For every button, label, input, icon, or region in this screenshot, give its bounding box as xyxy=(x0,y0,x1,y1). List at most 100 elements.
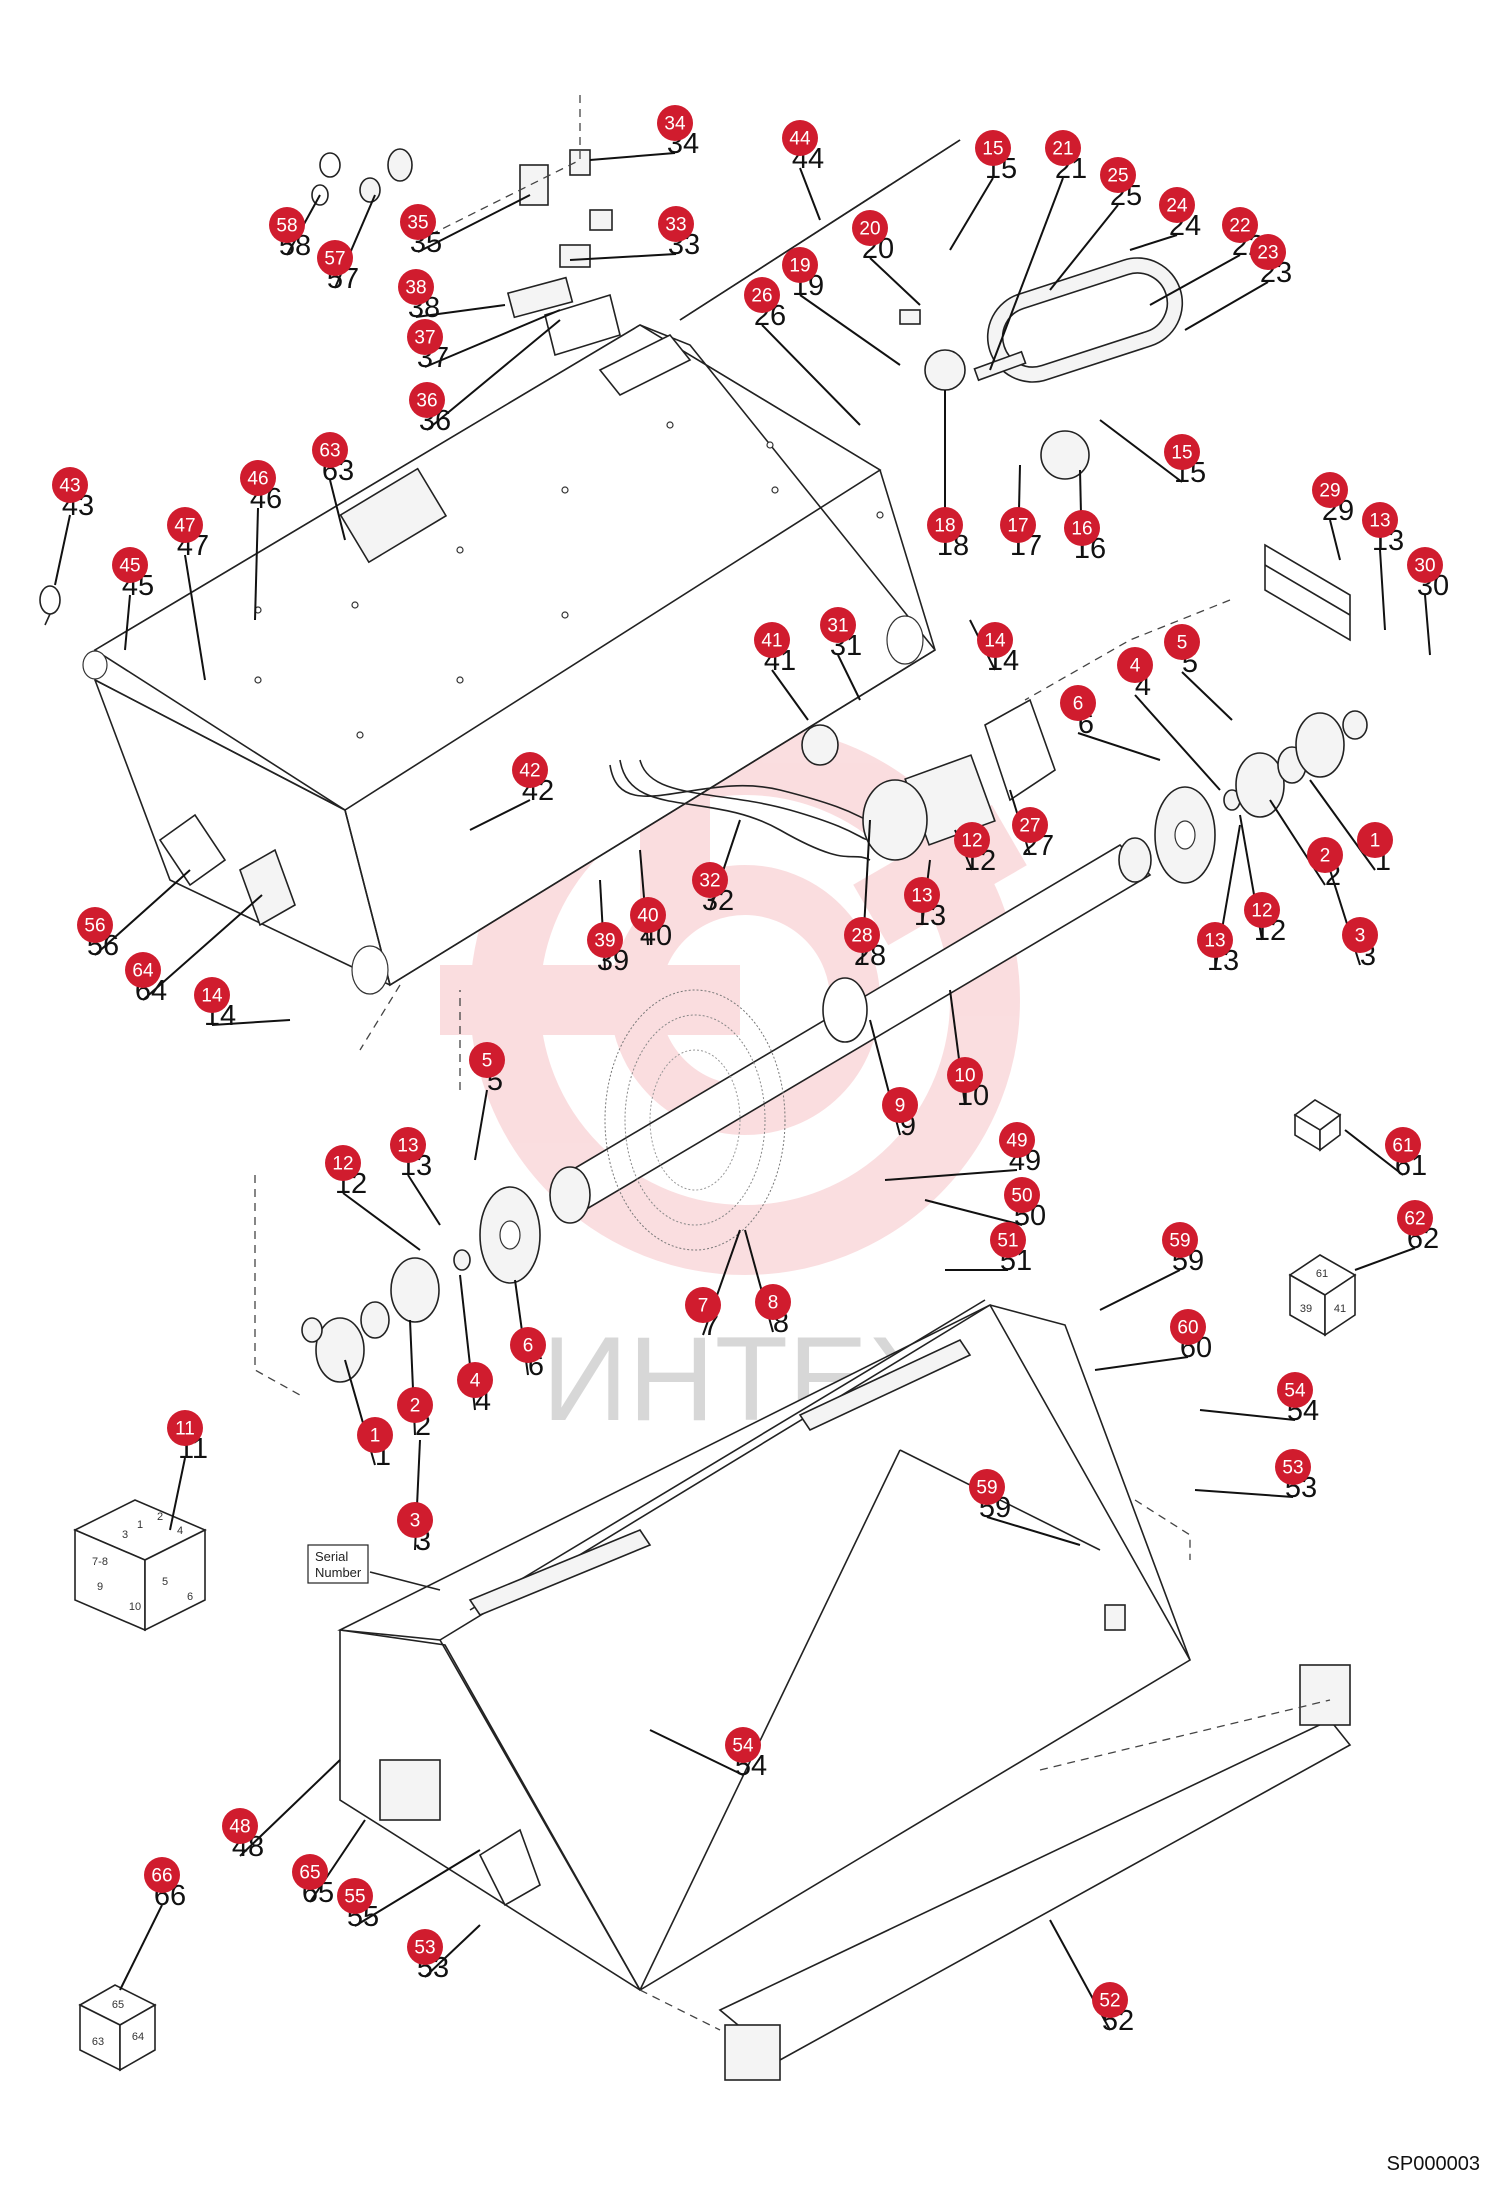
svg-text:6: 6 xyxy=(187,1591,193,1603)
callout-badge xyxy=(882,1087,918,1123)
callout-badge xyxy=(1307,837,1343,873)
callout-badge xyxy=(125,952,161,988)
callout-leader-line xyxy=(1344,1129,1404,1176)
callout-leader-line xyxy=(1077,732,1161,761)
callout-leader-line xyxy=(1194,1489,1294,1498)
callout-badge xyxy=(1250,234,1286,270)
callout-badge xyxy=(1385,1127,1421,1163)
callout-badge-number: 58 xyxy=(276,216,297,237)
callout-badge xyxy=(990,1222,1026,1258)
callout-badge-number: 66 xyxy=(151,1866,172,1887)
chain-drive xyxy=(679,139,1184,480)
leader-lines xyxy=(54,152,1431,2031)
callout-leader-line xyxy=(1134,694,1221,791)
callout-badge xyxy=(657,105,693,141)
svg-text:64: 64 xyxy=(132,2031,144,2043)
callout-leader-line xyxy=(426,319,561,431)
callout-badge-number: 12 xyxy=(961,831,982,852)
callout-badge-number: 14 xyxy=(984,631,1006,652)
callout-badge-number: 22 xyxy=(1229,216,1250,237)
callout-badge-number: 38 xyxy=(405,278,426,299)
callout-badge-number: 15 xyxy=(982,139,1003,160)
callout-badge-number: 27 xyxy=(1019,816,1040,837)
callout-badge-number: 12 xyxy=(332,1154,353,1175)
callout-leader-line xyxy=(54,514,71,586)
callout-1: 11 xyxy=(357,1417,393,1472)
callout-badge xyxy=(658,206,694,242)
callout-leader-line xyxy=(949,177,994,251)
callout-leader-line xyxy=(142,894,263,1001)
callout-badge-number: 13 xyxy=(911,886,932,907)
callout-badge xyxy=(1357,822,1393,858)
callout-badge xyxy=(1012,807,1048,843)
callout-badge xyxy=(754,622,790,658)
callout-badge-number: 16 xyxy=(1071,519,1092,540)
callout-badge xyxy=(1092,1982,1128,2018)
callout-badge-number: 14 xyxy=(201,986,223,1007)
callout-badge-number: 62 xyxy=(1404,1209,1425,1230)
callout-leader-line xyxy=(1199,1409,1296,1421)
callout-badge xyxy=(167,507,203,543)
callout-leader-line xyxy=(1269,799,1326,886)
svg-text:3: 3 xyxy=(122,1529,128,1541)
callout-leader-line xyxy=(1309,779,1376,871)
callout-badge xyxy=(692,862,728,898)
callout-badge-number: 55 xyxy=(344,1887,365,1908)
callout-badge-number: 33 xyxy=(665,215,686,236)
callout-leader-line xyxy=(1424,594,1431,656)
callout-badge xyxy=(512,752,548,788)
callout-badge xyxy=(1159,187,1195,223)
callout-leader-line xyxy=(771,669,809,721)
callout-badge xyxy=(630,897,666,933)
callout-badge-number: 54 xyxy=(732,1736,754,1757)
callout-badge-number: 64 xyxy=(132,961,154,982)
callout-badge xyxy=(1277,1372,1313,1408)
callout-leader-line xyxy=(309,1819,366,1903)
callout-leader-line xyxy=(407,1174,441,1226)
callout-badge xyxy=(357,1417,393,1453)
hydraulic-hoses xyxy=(609,759,871,861)
callout-badge-number: 5 xyxy=(482,1051,493,1072)
callout-leader-line xyxy=(649,1729,744,1776)
callout-9: 99 xyxy=(882,1087,918,1142)
svg-text:65: 65 xyxy=(112,1999,124,2011)
callout-5: 55 xyxy=(469,1042,505,1097)
callout-badge xyxy=(1064,510,1100,546)
callout-leader-line xyxy=(184,554,206,681)
callout-badge xyxy=(397,1502,433,1538)
callout-badge-number: 57 xyxy=(324,249,345,270)
callout-badge xyxy=(1117,647,1153,683)
callout-badge xyxy=(1170,1309,1206,1345)
callout-badge xyxy=(1197,922,1233,958)
callout-badge xyxy=(400,204,436,240)
callout-badge xyxy=(409,382,445,418)
callout-leader-line xyxy=(761,324,861,426)
callout-badge-number: 21 xyxy=(1052,139,1073,160)
callout-badge-number: 63 xyxy=(319,441,340,462)
callout-badge xyxy=(852,210,888,246)
callout-badge-number: 32 xyxy=(699,871,720,892)
callout-leader-line xyxy=(329,479,346,541)
callout-3: 33 xyxy=(397,1502,433,1557)
callout-leader-line xyxy=(884,1169,1018,1181)
callout-badge xyxy=(1060,685,1096,721)
